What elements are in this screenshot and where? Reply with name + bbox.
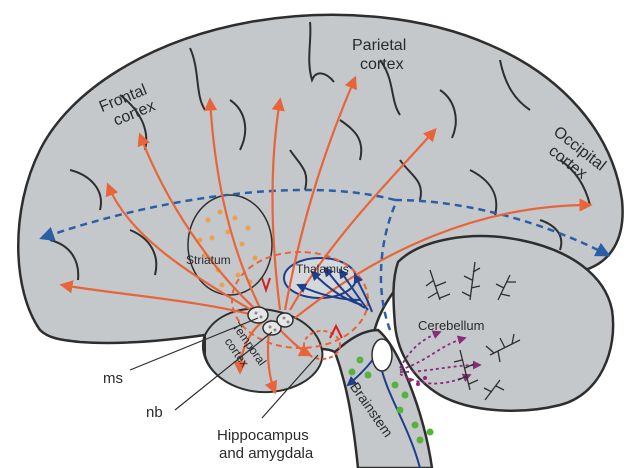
label-ms: ms bbox=[103, 370, 123, 387]
brainstem-nucleus bbox=[372, 339, 392, 371]
label-parietal-2: cortex bbox=[360, 56, 404, 73]
label-striatum: Striatum bbox=[186, 253, 231, 267]
label-cerebellum: Cerebellum bbox=[418, 318, 484, 333]
label-hippocampus-2: and amygdala bbox=[219, 445, 314, 462]
label-parietal-1: Parietal bbox=[352, 37, 406, 54]
label-thalamus: Thalamus bbox=[296, 262, 349, 276]
label-nb: nb bbox=[146, 404, 163, 421]
label-hippocampus-1: Hippocampus bbox=[217, 427, 309, 444]
